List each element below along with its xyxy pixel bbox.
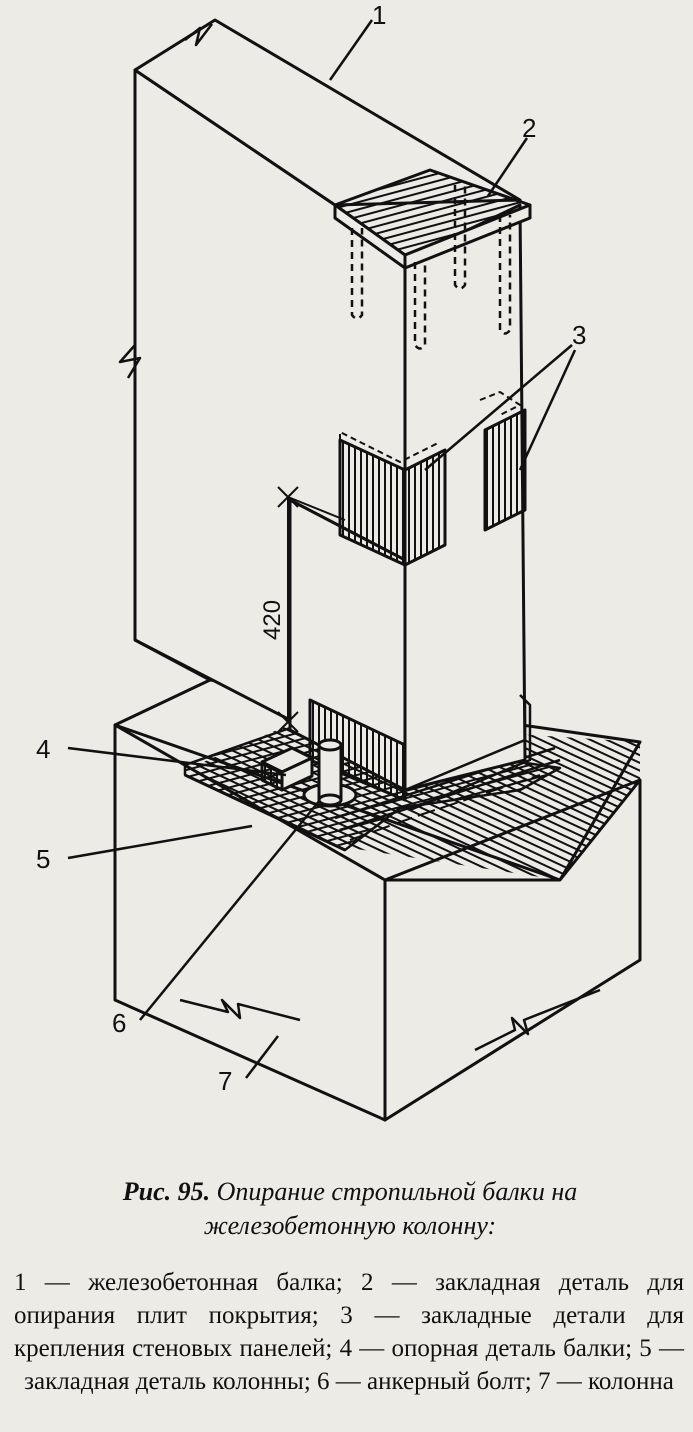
beam-column-drawing: 1 2 3 4 5 6 7 420 xyxy=(36,0,642,1122)
leader-2 xyxy=(486,137,529,197)
callout-2: 2 xyxy=(522,113,536,143)
beam xyxy=(118,18,527,792)
column-break-right xyxy=(474,988,601,1052)
callout-4: 4 xyxy=(36,734,50,764)
figure-legend: 1 — железобетонная балка; 2 — закладная … xyxy=(14,1269,684,1395)
weld-seam xyxy=(349,774,541,841)
callout-5: 5 xyxy=(36,844,50,874)
figure-title: Опирание стропильной балки на железобето… xyxy=(203,1177,578,1240)
callout-7: 7 xyxy=(218,1066,232,1096)
leader-3b xyxy=(518,349,577,471)
leader-5 xyxy=(67,824,253,860)
column-break-left xyxy=(179,998,301,1022)
wall-detail-right xyxy=(483,408,527,532)
anchor-bolt xyxy=(302,738,358,808)
wall-detail-corner xyxy=(403,448,447,567)
figure-number: Рис. 95. xyxy=(122,1177,211,1206)
leader-7 xyxy=(245,1035,279,1079)
callout-1: 1 xyxy=(372,0,386,30)
beam-bearing-detail xyxy=(260,746,314,792)
callout-3: 3 xyxy=(572,320,586,350)
callout-6: 6 xyxy=(112,1008,126,1038)
dimension-420 xyxy=(277,486,346,733)
leader-1 xyxy=(328,19,374,81)
leader-6 xyxy=(139,799,321,1021)
column-right-face xyxy=(383,778,642,1122)
leader-4 xyxy=(67,746,287,777)
beam-break-top xyxy=(184,23,213,47)
top-embedded-plate xyxy=(333,168,532,350)
leader-3a xyxy=(424,344,573,471)
wall-panel-details xyxy=(308,391,532,812)
beam-break-left xyxy=(118,344,142,379)
figure-caption: Рис. 95. Опирание стропильной балки на ж… xyxy=(30,1175,670,1243)
dimension-label: 420 xyxy=(259,600,286,640)
beam-support-detail xyxy=(308,698,407,802)
leader-lines xyxy=(67,19,577,1079)
